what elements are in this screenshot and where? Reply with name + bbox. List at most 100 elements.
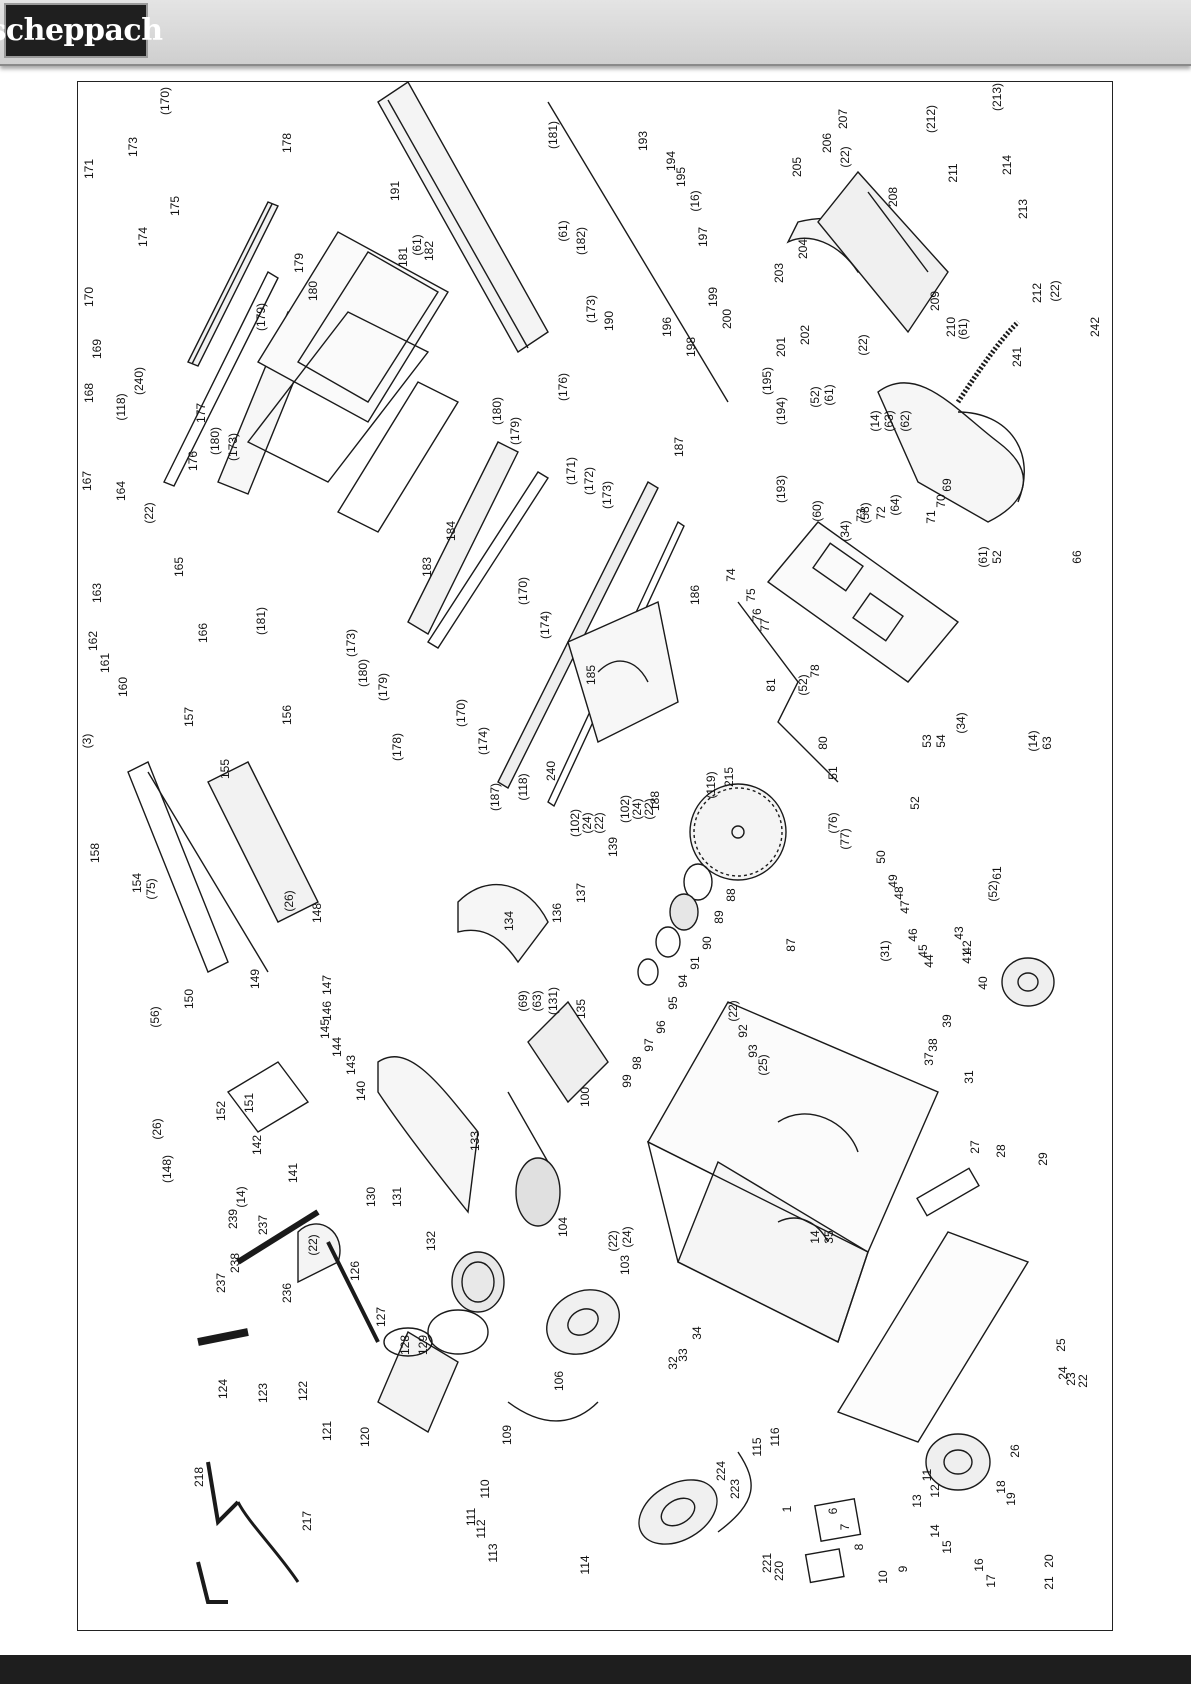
part-label: (14)	[1026, 730, 1040, 751]
part-label: 35	[822, 1230, 836, 1244]
stator-106	[451, 1251, 505, 1313]
part-label: 145	[318, 1019, 332, 1039]
part-label: (62)	[898, 410, 912, 431]
part-label: 190	[602, 311, 616, 331]
part-label: 43	[952, 926, 966, 940]
part-label: 94	[676, 974, 690, 988]
part-label: 14	[808, 1230, 822, 1244]
part-label: 54	[934, 734, 948, 748]
part-label: 100	[578, 1087, 592, 1107]
part-label: 120	[358, 1427, 372, 1447]
part-label: 134	[502, 911, 516, 931]
part-label: 140	[354, 1081, 368, 1101]
part-label: 191	[388, 181, 402, 201]
part-label: (213)	[990, 83, 1004, 111]
part-label: (102)	[568, 809, 582, 837]
part-label: 70	[934, 494, 948, 508]
part-label: 122	[296, 1381, 310, 1401]
saw-blade-87	[689, 783, 787, 881]
part-label: 163	[90, 583, 104, 603]
part-label: 9	[896, 1565, 910, 1572]
plate-29	[916, 1167, 980, 1217]
part-label: 240	[544, 761, 558, 781]
wheel-224	[638, 1479, 718, 1545]
part-label: (181)	[254, 607, 268, 635]
allen-key-218b	[196, 1561, 228, 1604]
part-label: 208	[886, 187, 900, 207]
part-label: 168	[82, 383, 96, 403]
part-label: (24)	[580, 812, 594, 833]
part-label: (34)	[838, 520, 852, 541]
part-label: 12	[928, 1484, 942, 1498]
part-label: 139	[606, 837, 620, 857]
part-label: (174)	[538, 611, 552, 639]
part-label: 184	[444, 521, 458, 541]
part-label: 87	[784, 938, 798, 952]
part-label: 209	[928, 291, 942, 311]
part-label: 173	[126, 137, 140, 157]
part-label: 213	[1016, 199, 1030, 219]
part-label: 10	[876, 1570, 890, 1584]
switch-box-8	[814, 1498, 862, 1543]
part-label: (119)	[704, 771, 718, 798]
part-label: 17	[984, 1574, 998, 1588]
part-label: 73	[854, 508, 868, 522]
part-label: 162	[86, 631, 100, 651]
part-label: 42	[960, 940, 974, 954]
part-label: 127	[374, 1307, 388, 1327]
part-label: 142	[250, 1135, 264, 1155]
part-label: 45	[916, 944, 930, 958]
part-label: (131)	[546, 987, 560, 1015]
plate-188	[567, 601, 679, 743]
riving-knife-134	[457, 883, 549, 964]
part-label: 141	[286, 1163, 300, 1183]
part-label: (75)	[144, 878, 158, 899]
part-label: 34	[690, 1326, 704, 1340]
spindle-rod	[547, 101, 729, 403]
rail-184	[407, 441, 549, 649]
part-label: (52)	[808, 386, 822, 407]
part-label: 78	[808, 664, 822, 678]
part-label: 179	[292, 253, 306, 273]
part-label: 16	[972, 1558, 986, 1572]
part-label: 242	[1088, 317, 1102, 337]
part-label: 13	[910, 1494, 924, 1508]
part-label: 32	[666, 1356, 680, 1370]
part-label: (118)	[516, 773, 530, 800]
part-label: (170)	[454, 699, 468, 727]
part-label: 91	[688, 956, 702, 970]
part-label: 116	[768, 1427, 782, 1446]
part-label: (14)	[234, 1186, 248, 1207]
part-label: (22)	[1048, 280, 1062, 301]
part-label: 210	[944, 317, 958, 337]
part-label: (178)	[390, 733, 404, 761]
part-label: 175	[168, 196, 182, 216]
part-label: (61)	[822, 384, 836, 405]
part-label: 113	[486, 1543, 500, 1562]
part-label: 181	[396, 247, 410, 267]
part-label: 81	[764, 678, 778, 692]
page-footer-bar	[0, 1655, 1191, 1684]
part-label: 106	[552, 1371, 566, 1391]
part-label: 25	[1054, 1338, 1068, 1352]
part-label: 177	[194, 403, 208, 423]
part-label: 201	[774, 337, 788, 357]
part-label: 103	[618, 1255, 632, 1275]
part-label: (22)	[592, 812, 606, 833]
part-label: (173)	[584, 295, 598, 323]
part-label: 132	[424, 1231, 438, 1251]
power-cord-115	[717, 1451, 752, 1533]
part-label: 224	[714, 1461, 728, 1481]
part-label: 24	[1056, 1366, 1070, 1380]
part-label: 131	[390, 1187, 404, 1207]
part-label: (58)	[858, 502, 872, 523]
part-label: 22	[1076, 1374, 1090, 1388]
chassis-base	[646, 1001, 939, 1343]
part-label: 38	[926, 1038, 940, 1052]
part-label: (16)	[688, 190, 702, 211]
guard-hood-66	[877, 382, 1025, 523]
part-label: (194)	[774, 397, 788, 425]
part-label: 203	[772, 263, 786, 283]
part-label: 195	[674, 167, 688, 187]
